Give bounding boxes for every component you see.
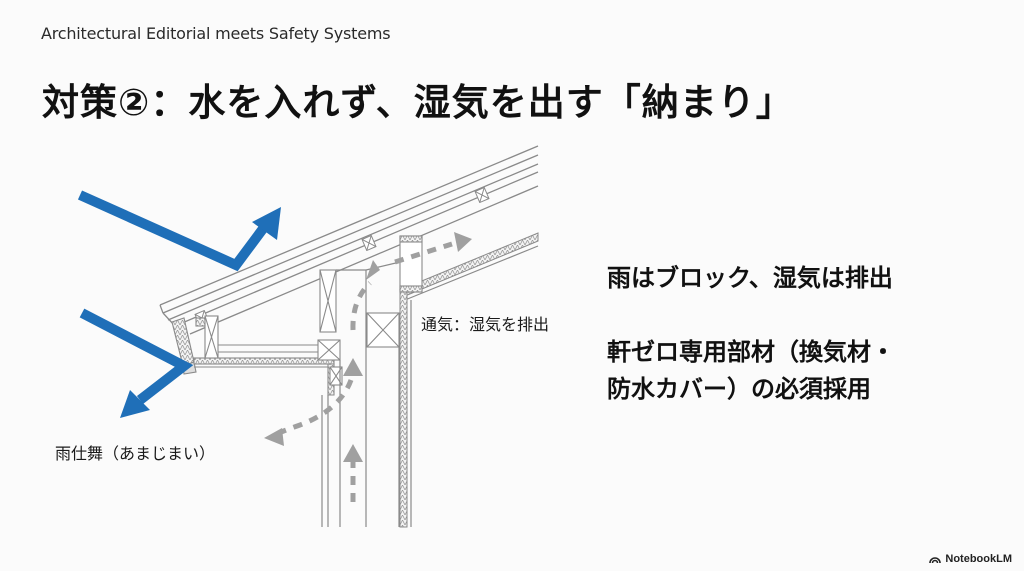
key-point-line-1: 軒ゼロ専用部材（換気材・ [607,338,895,366]
wall-layers [321,261,401,527]
key-point-line-2: 防水カバー）の必須採用 [607,375,871,403]
key-point-text: 雨はブロック、湿気は排出 [607,264,893,292]
ventilation-label: 通気：湿気を排出 [421,315,550,334]
drip-edge-label: 雨仕舞（あまじまい） [55,444,216,463]
notebooklm-logo-icon [929,557,942,564]
slide-subtitle: Architectural Editorial meets Safety Sys… [41,24,391,43]
slide-title: 対策②：水を入れず、湿気を出す「納まり」 [42,81,794,124]
notebooklm-brand: NotebookLM [929,553,1012,565]
vent-block [399,235,423,293]
key-point-dedicated-parts: 軒ゼロ専用部材（換気材・ 防水カバー）の必須採用 [607,334,895,408]
outer-wall-insulation [398,291,412,528]
rain-arrow-roof [77,190,281,272]
key-point-rain-block: 雨はブロック、湿気は排出 [607,260,893,297]
air-flow-arrowheads [264,232,472,462]
roof-layers [159,145,539,335]
rain-arrow-eave [79,308,194,418]
posts [204,269,400,386]
brand-name: NotebookLM [945,553,1012,565]
